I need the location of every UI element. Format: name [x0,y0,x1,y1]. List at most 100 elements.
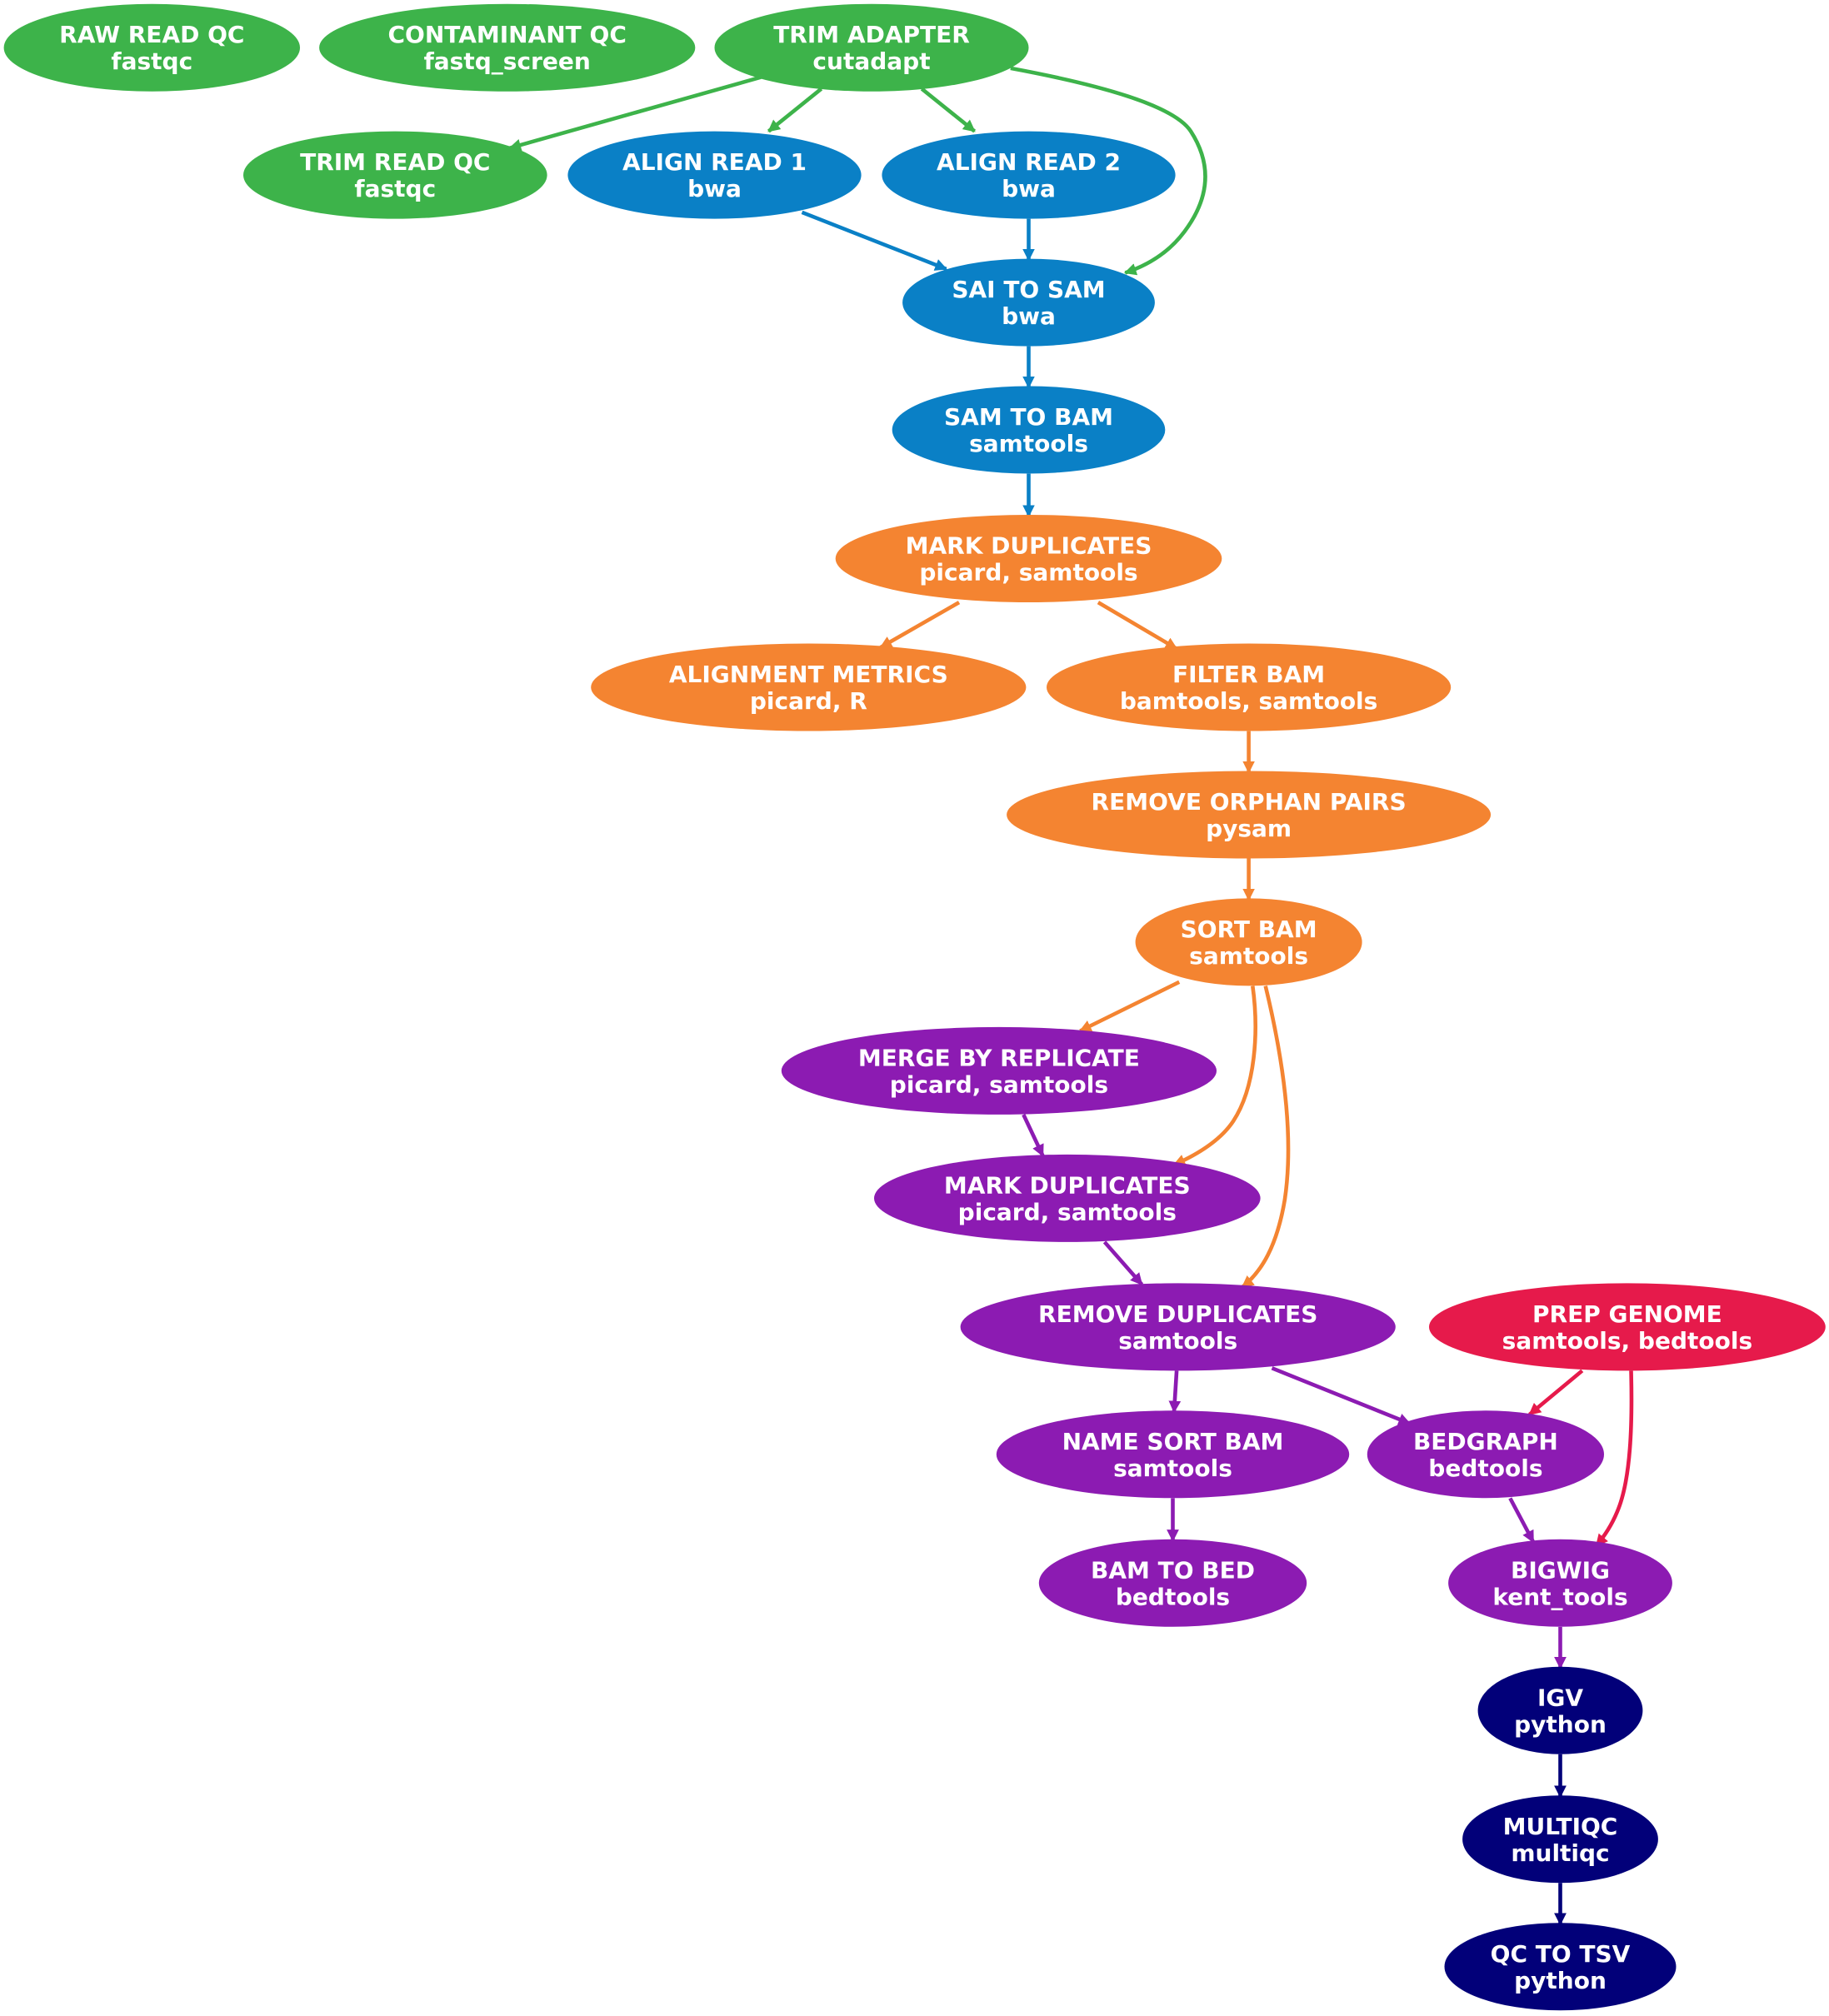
node-ellipse-bedgraph [1367,1410,1604,1499]
node-ellipse-prep-genome [1429,1283,1826,1371]
node-title: IGV [1537,1684,1583,1711]
node-ellipse-name-sort-bam [996,1410,1350,1499]
node-tool: bedtools [1116,1583,1230,1610]
node-ellipse-merge-by-replicate [781,1026,1217,1115]
node-title: REMOVE DUPLICATES [1038,1300,1317,1328]
node-tool: multiqc [1511,1839,1609,1867]
node-ellipse-igv [1477,1666,1643,1754]
node-tool: bwa [1002,302,1056,330]
node-title: BAM TO BED [1091,1556,1255,1584]
node-ellipse-remove-orphan-pairs [1007,771,1492,859]
edge-mark-duplicates-1-to-filter-bam [1097,601,1178,651]
edge-align-read-1-to-sai-to-sam [801,210,947,272]
node-title: ALIGN READ 2 [937,148,1121,176]
node-tool: fastqc [111,47,192,75]
node-ellipse-alignment-metrics [591,643,1027,731]
edge-sort-bam-to-remove-duplicates [1241,985,1291,1289]
node-title: MERGE BY REPLICATE [858,1044,1140,1071]
node-title: ALIGN READ 1 [622,148,807,176]
node-tool: python [1514,1710,1607,1738]
node-title: BEDGRAPH [1413,1428,1558,1455]
node-ellipse-raw-read-qc [3,3,300,92]
node-tool: samtools [1118,1327,1237,1355]
node-title: SAM TO BAM [944,403,1113,431]
node-tool: fastqc [354,175,436,202]
node-title: FILTER BAM [1172,661,1325,688]
node-ellipse-sam-to-bam [892,386,1166,474]
node-title: BIGWIG [1511,1556,1610,1584]
node-tool: cutadapt [812,47,930,75]
node-title: MULTIQC [1503,1813,1618,1840]
node-ellipse-trim-read-qc [243,131,547,219]
node-title: TRIM ADAPTER [773,21,970,48]
node-title: CONTAMINANT QC [387,21,626,48]
node-tool: bwa [1002,175,1056,202]
edge-remove-duplicates-to-name-sort-bam [1168,1370,1182,1414]
node-tool: picard, samtools [958,1198,1177,1225]
node-title: SORT BAM [1181,916,1317,943]
node-title: NAME SORT BAM [1062,1428,1284,1455]
edge-sort-bam-to-mark-duplicates-2 [1172,986,1257,1167]
node-title: QC TO TSV [1491,1940,1631,1968]
node-tool: bedtools [1428,1455,1542,1482]
node-tool: samtools [1113,1455,1232,1482]
edge-mark-duplicates-2-to-remove-duplicates [1102,1240,1144,1286]
node-ellipse-align-read-2 [882,131,1176,219]
node-ellipse-filter-bam [1047,643,1452,731]
node-title: TRIM READ QC [300,148,490,176]
edge-sort-bam-to-merge-by-replicate [1078,980,1181,1033]
edge-bedgraph-to-bigwig [1508,1497,1536,1544]
node-tool: python [1514,1967,1607,1994]
node-tool: picard, samtools [919,559,1137,586]
edge-trim-adapter-to-trim-read-qc [508,75,762,152]
edge-prep-genome-to-bedgraph [1528,1369,1584,1416]
node-ellipse-bam-to-bed [1038,1539,1307,1627]
node-title: ALIGNMENT METRICS [669,661,948,688]
node-title: PREP GENOME [1532,1300,1722,1328]
node-tool: bamtools, samtools [1120,687,1377,715]
node-ellipse-remove-duplicates [960,1283,1396,1371]
node-ellipse-mark-duplicates-1 [835,515,1222,602]
edge-trim-adapter-to-sai-to-sam [1010,66,1207,276]
node-tool: samtools [1189,942,1308,970]
node-tool: picard, R [750,687,867,715]
node-tool: picard, samtools [890,1070,1108,1098]
node-tool: samtools [969,430,1088,457]
node-tool: samtools, bedtools [1502,1327,1752,1355]
edge-trim-adapter-to-align-read-2 [920,87,977,133]
node-title: SAI TO SAM [952,276,1105,303]
node-ellipse-align-read-1 [567,131,862,219]
edge-remove-duplicates-to-bedgraph [1271,1366,1412,1425]
node-ellipse-contaminant-qc [319,3,696,92]
node-title: MARK DUPLICATES [944,1171,1191,1199]
node-ellipse-trim-adapter [714,3,1029,92]
edge-trim-adapter-to-align-read-1 [767,87,823,133]
edges-layer [508,66,1634,1926]
node-title: RAW READ QC [59,21,244,48]
